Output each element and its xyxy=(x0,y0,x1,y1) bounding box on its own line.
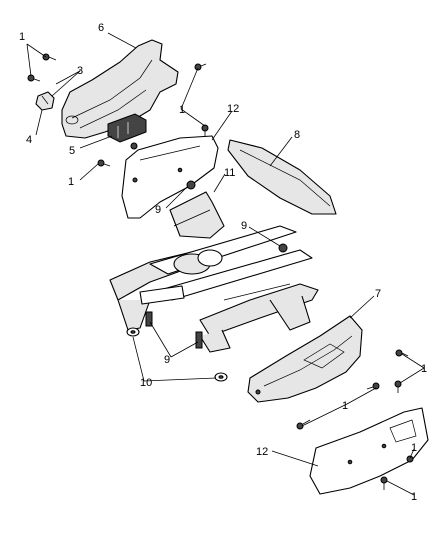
nut-icon xyxy=(278,243,288,253)
callout-7: 7 xyxy=(375,288,381,300)
callout-6: 6 xyxy=(98,22,104,34)
callout-labels: 1 6 3 4 5 1 12 1 8 11 9 9 9 10 7 1 1 12 … xyxy=(19,22,427,503)
screw-icon xyxy=(296,419,311,430)
screw-icon xyxy=(194,63,207,71)
callout-1: 1 xyxy=(421,363,427,375)
callout-4: 4 xyxy=(26,134,32,146)
callout-12: 12 xyxy=(227,103,239,115)
callout-1: 1 xyxy=(411,442,417,454)
callout-1: 1 xyxy=(179,104,185,116)
screw-icon xyxy=(406,455,414,463)
washer-icon xyxy=(126,327,140,337)
callout-9: 9 xyxy=(241,220,247,232)
callout-1: 1 xyxy=(411,491,417,503)
screw-icon xyxy=(366,382,380,390)
washer-icon xyxy=(214,372,228,382)
screw-icon xyxy=(97,159,111,167)
callout-1: 1 xyxy=(19,31,25,43)
callout-5: 5 xyxy=(69,145,75,157)
screw-icon xyxy=(395,349,409,357)
pad-part-8 xyxy=(227,139,337,215)
callout-1: 1 xyxy=(342,400,348,412)
screw-icon xyxy=(394,380,402,393)
leader-lines xyxy=(26,32,425,496)
bolt-icon xyxy=(195,331,203,349)
handle-part-5 xyxy=(107,113,147,143)
screw-icon xyxy=(201,124,209,137)
nut-icon xyxy=(186,180,196,190)
callout-9: 9 xyxy=(164,354,170,366)
callout-8: 8 xyxy=(294,129,300,141)
screw-icon xyxy=(380,476,388,490)
callout-1: 1 xyxy=(68,176,74,188)
shield-part-12-upper xyxy=(121,135,219,219)
callout-11: 11 xyxy=(224,167,235,179)
screw-icon xyxy=(42,53,57,61)
seat-track-frame xyxy=(109,191,319,353)
outboard-shield-part-6 xyxy=(61,39,179,139)
callout-9: 9 xyxy=(155,204,161,216)
bracket-part-4 xyxy=(35,91,55,111)
callout-3: 3 xyxy=(77,65,83,77)
screw-icon xyxy=(130,142,138,150)
screw-icon xyxy=(27,74,41,82)
callout-12: 12 xyxy=(256,446,268,458)
inboard-shield-part-7 xyxy=(247,315,363,403)
callout-10: 10 xyxy=(140,377,152,389)
